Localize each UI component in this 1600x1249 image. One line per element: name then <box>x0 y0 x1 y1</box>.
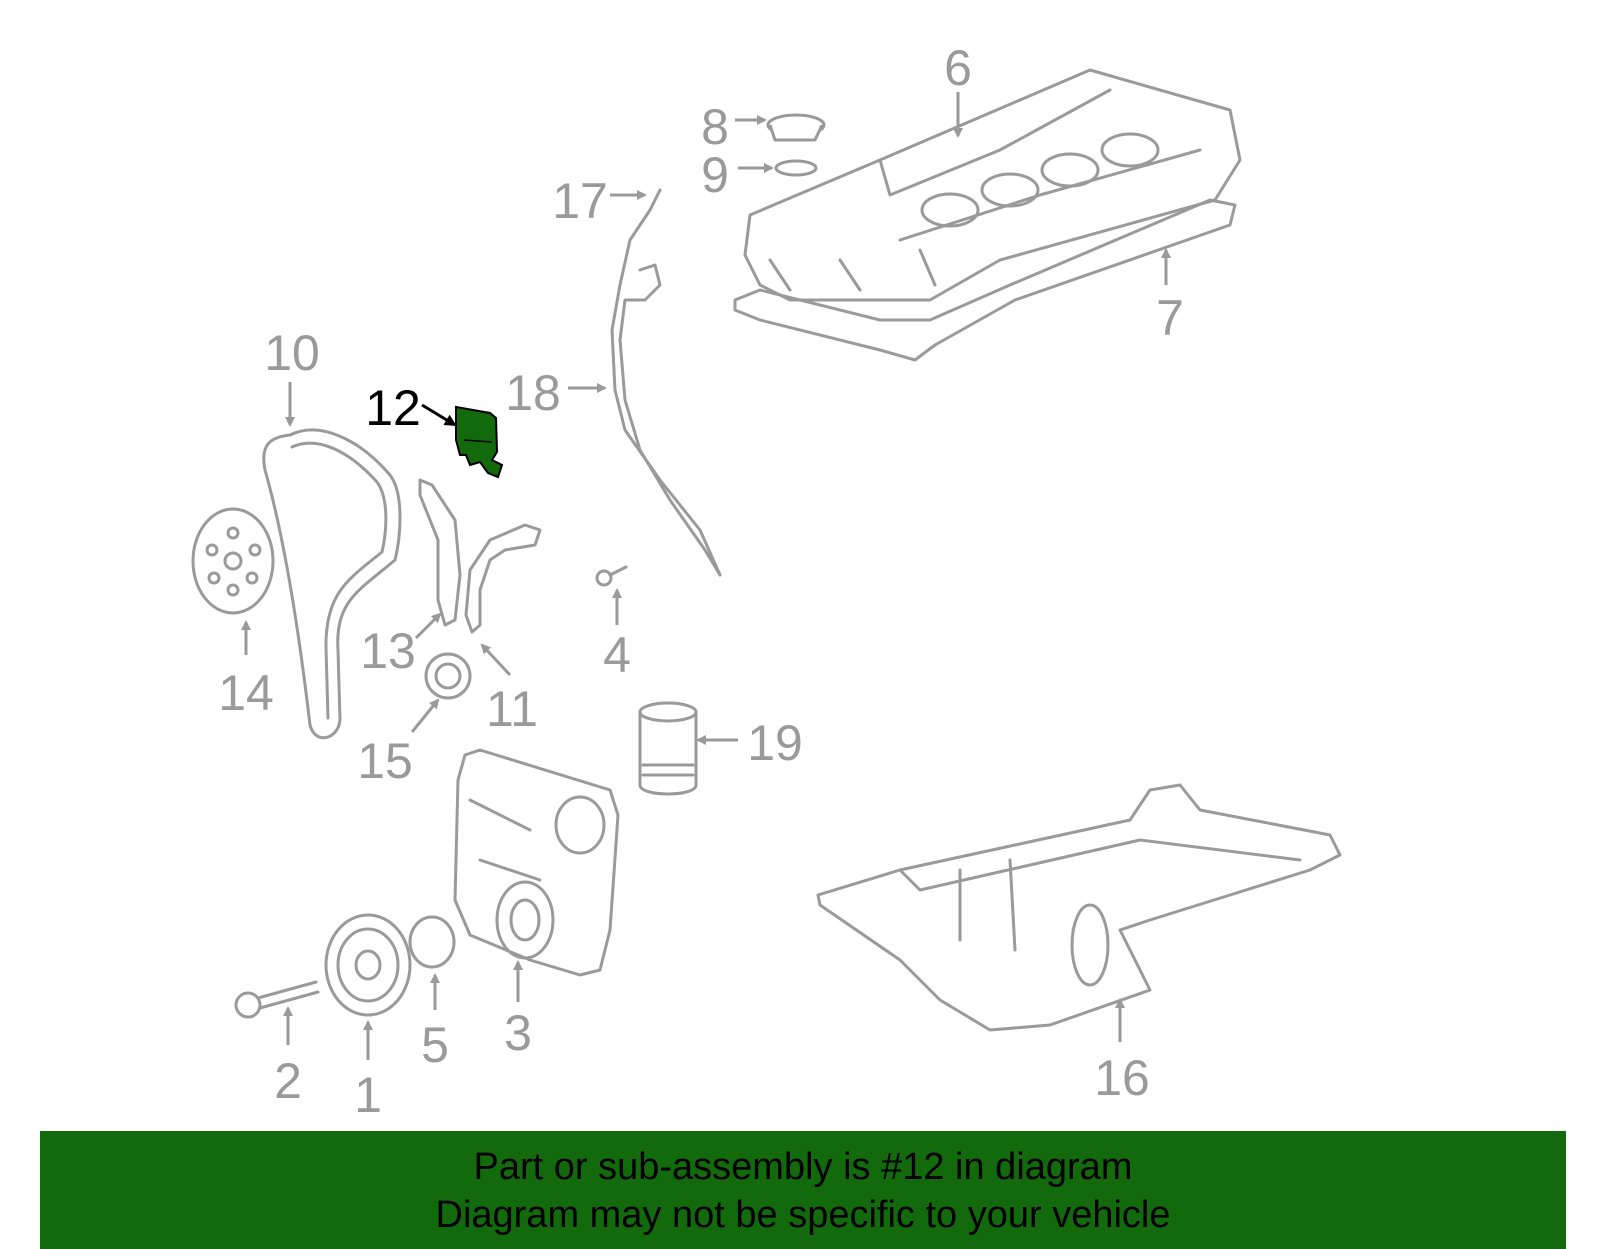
callout-11: 11 <box>486 681 538 737</box>
leader-11 <box>480 643 512 677</box>
crank-sprocket-part-15[interactable] <box>424 652 472 700</box>
callout-4: 4 <box>603 627 631 683</box>
valve-cover-part-6[interactable] <box>743 68 1242 302</box>
cover-gasket-part-7[interactable] <box>733 198 1237 362</box>
dipstick-tube-part-18[interactable] <box>618 263 722 577</box>
callout-1: 1 <box>354 1067 382 1123</box>
callout-5: 5 <box>421 1017 449 1073</box>
callout-16: 16 <box>1094 1050 1150 1106</box>
banner-line-2: Diagram may not be specific to your vehi… <box>435 1194 1171 1236</box>
leader-13 <box>414 612 442 640</box>
callout-10: 10 <box>264 325 320 381</box>
cap-seal-part-9[interactable] <box>774 159 818 177</box>
bolt-part-4[interactable] <box>595 565 628 587</box>
leader-15 <box>410 698 440 733</box>
oil-cap-part-8[interactable] <box>766 113 826 142</box>
seal-part-5[interactable] <box>408 915 456 969</box>
banner-line-1: Part or sub-assembly is #12 in diagram <box>473 1146 1133 1188</box>
callout-19: 19 <box>747 715 803 771</box>
tensioner-arm-part-11[interactable] <box>464 523 542 634</box>
oil-filter-part-19[interactable] <box>638 701 698 796</box>
crank-bolt-part-2[interactable] <box>234 980 320 1019</box>
crank-pulley-part-1[interactable] <box>324 913 412 1017</box>
dipstick-part-17[interactable] <box>610 188 722 577</box>
info-banner: Part or sub-assembly is #12 in diagram D… <box>40 1131 1566 1249</box>
highlighted-bracket-part-12[interactable] <box>455 405 504 479</box>
callout-6: 6 <box>944 40 972 96</box>
callout-3: 3 <box>504 1005 532 1061</box>
callout-13: 13 <box>360 623 416 679</box>
leader-12 <box>421 403 457 427</box>
callout-14: 14 <box>218 665 274 721</box>
callout-17: 17 <box>552 173 608 229</box>
chain-guide-part-13[interactable] <box>418 478 462 627</box>
callout-12: 12 <box>365 380 421 436</box>
timing-chain-part-10[interactable] <box>262 428 402 740</box>
callout-15: 15 <box>357 733 413 789</box>
oil-pan-part-16[interactable] <box>816 783 1342 1032</box>
callout-7: 7 <box>1156 290 1184 346</box>
callout-18: 18 <box>505 365 561 421</box>
callout-9: 9 <box>701 147 729 203</box>
timing-cover-part-3[interactable] <box>453 748 620 977</box>
sprocket-part-14[interactable] <box>191 507 275 615</box>
callout-8: 8 <box>701 99 729 155</box>
callout-2: 2 <box>274 1053 302 1109</box>
